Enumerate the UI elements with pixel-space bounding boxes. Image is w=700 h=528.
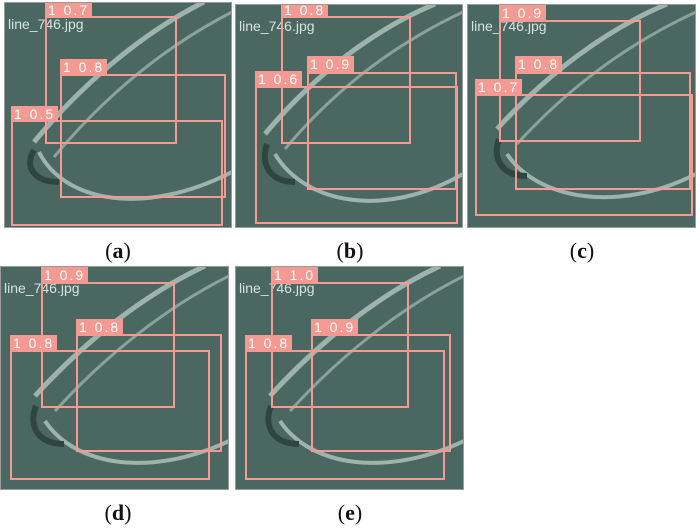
caption-a: (a) [105, 238, 131, 263]
box-label: 1 0.9 [311, 319, 359, 335]
bounding-box [515, 72, 691, 190]
box-label: 1 1.0 [271, 267, 319, 283]
line-image [235, 266, 464, 490]
panel-d: line_746.jpg 1 0.9 1 0.8 1 0.8 [0, 266, 229, 490]
box-label: 1 0.8 [515, 56, 563, 72]
box-label: 1 0.7 [475, 79, 523, 95]
filename-label: line_746.jpg [239, 18, 315, 34]
bounding-box [255, 86, 458, 224]
bounding-box [311, 334, 451, 452]
panel-b: line_746.jpg 1 0.8 1 0.9 1 0.6 [235, 4, 463, 228]
caption-e: (e) [337, 500, 363, 525]
panel-a: line_746.jpg 1 0.7 1 0.8 1 0.5 [4, 2, 232, 228]
bounding-box [76, 334, 222, 452]
line-image [235, 4, 463, 228]
box-label: 1 0.7 [45, 2, 93, 18]
bounding-box [60, 74, 226, 198]
line-image [467, 4, 696, 228]
box-label: 1 0.8 [245, 335, 293, 351]
box-label: 1 0.5 [11, 106, 59, 122]
box-label: 1 0.8 [10, 335, 58, 351]
box-label: 1 0.6 [255, 71, 303, 87]
filename-label: line_746.jpg [471, 18, 547, 34]
box-label: 1 0.9 [307, 56, 355, 72]
bounding-box [11, 120, 223, 226]
panel-e: line_746.jpg 1 1.0 1 0.9 1 0.8 [235, 266, 464, 490]
filename-label: line_746.jpg [239, 280, 315, 296]
bounding-box [475, 94, 693, 216]
box-label: 1 0.9 [499, 5, 547, 21]
box-label: 1 0.9 [41, 267, 89, 283]
box-label: 1 0.8 [281, 4, 329, 18]
line-image [0, 266, 229, 490]
box-label: 1 0.8 [60, 59, 108, 75]
panel-c: line_746.jpg 1 0.9 1 0.8 1 0.7 [467, 4, 696, 228]
bounding-box [45, 16, 177, 144]
bounding-box [245, 350, 445, 480]
caption-b: (b) [336, 238, 364, 263]
bounding-box [10, 350, 210, 480]
box-label: 1 0.8 [76, 319, 124, 335]
caption-d: (d) [104, 500, 132, 525]
caption-c: (c) [569, 238, 595, 263]
